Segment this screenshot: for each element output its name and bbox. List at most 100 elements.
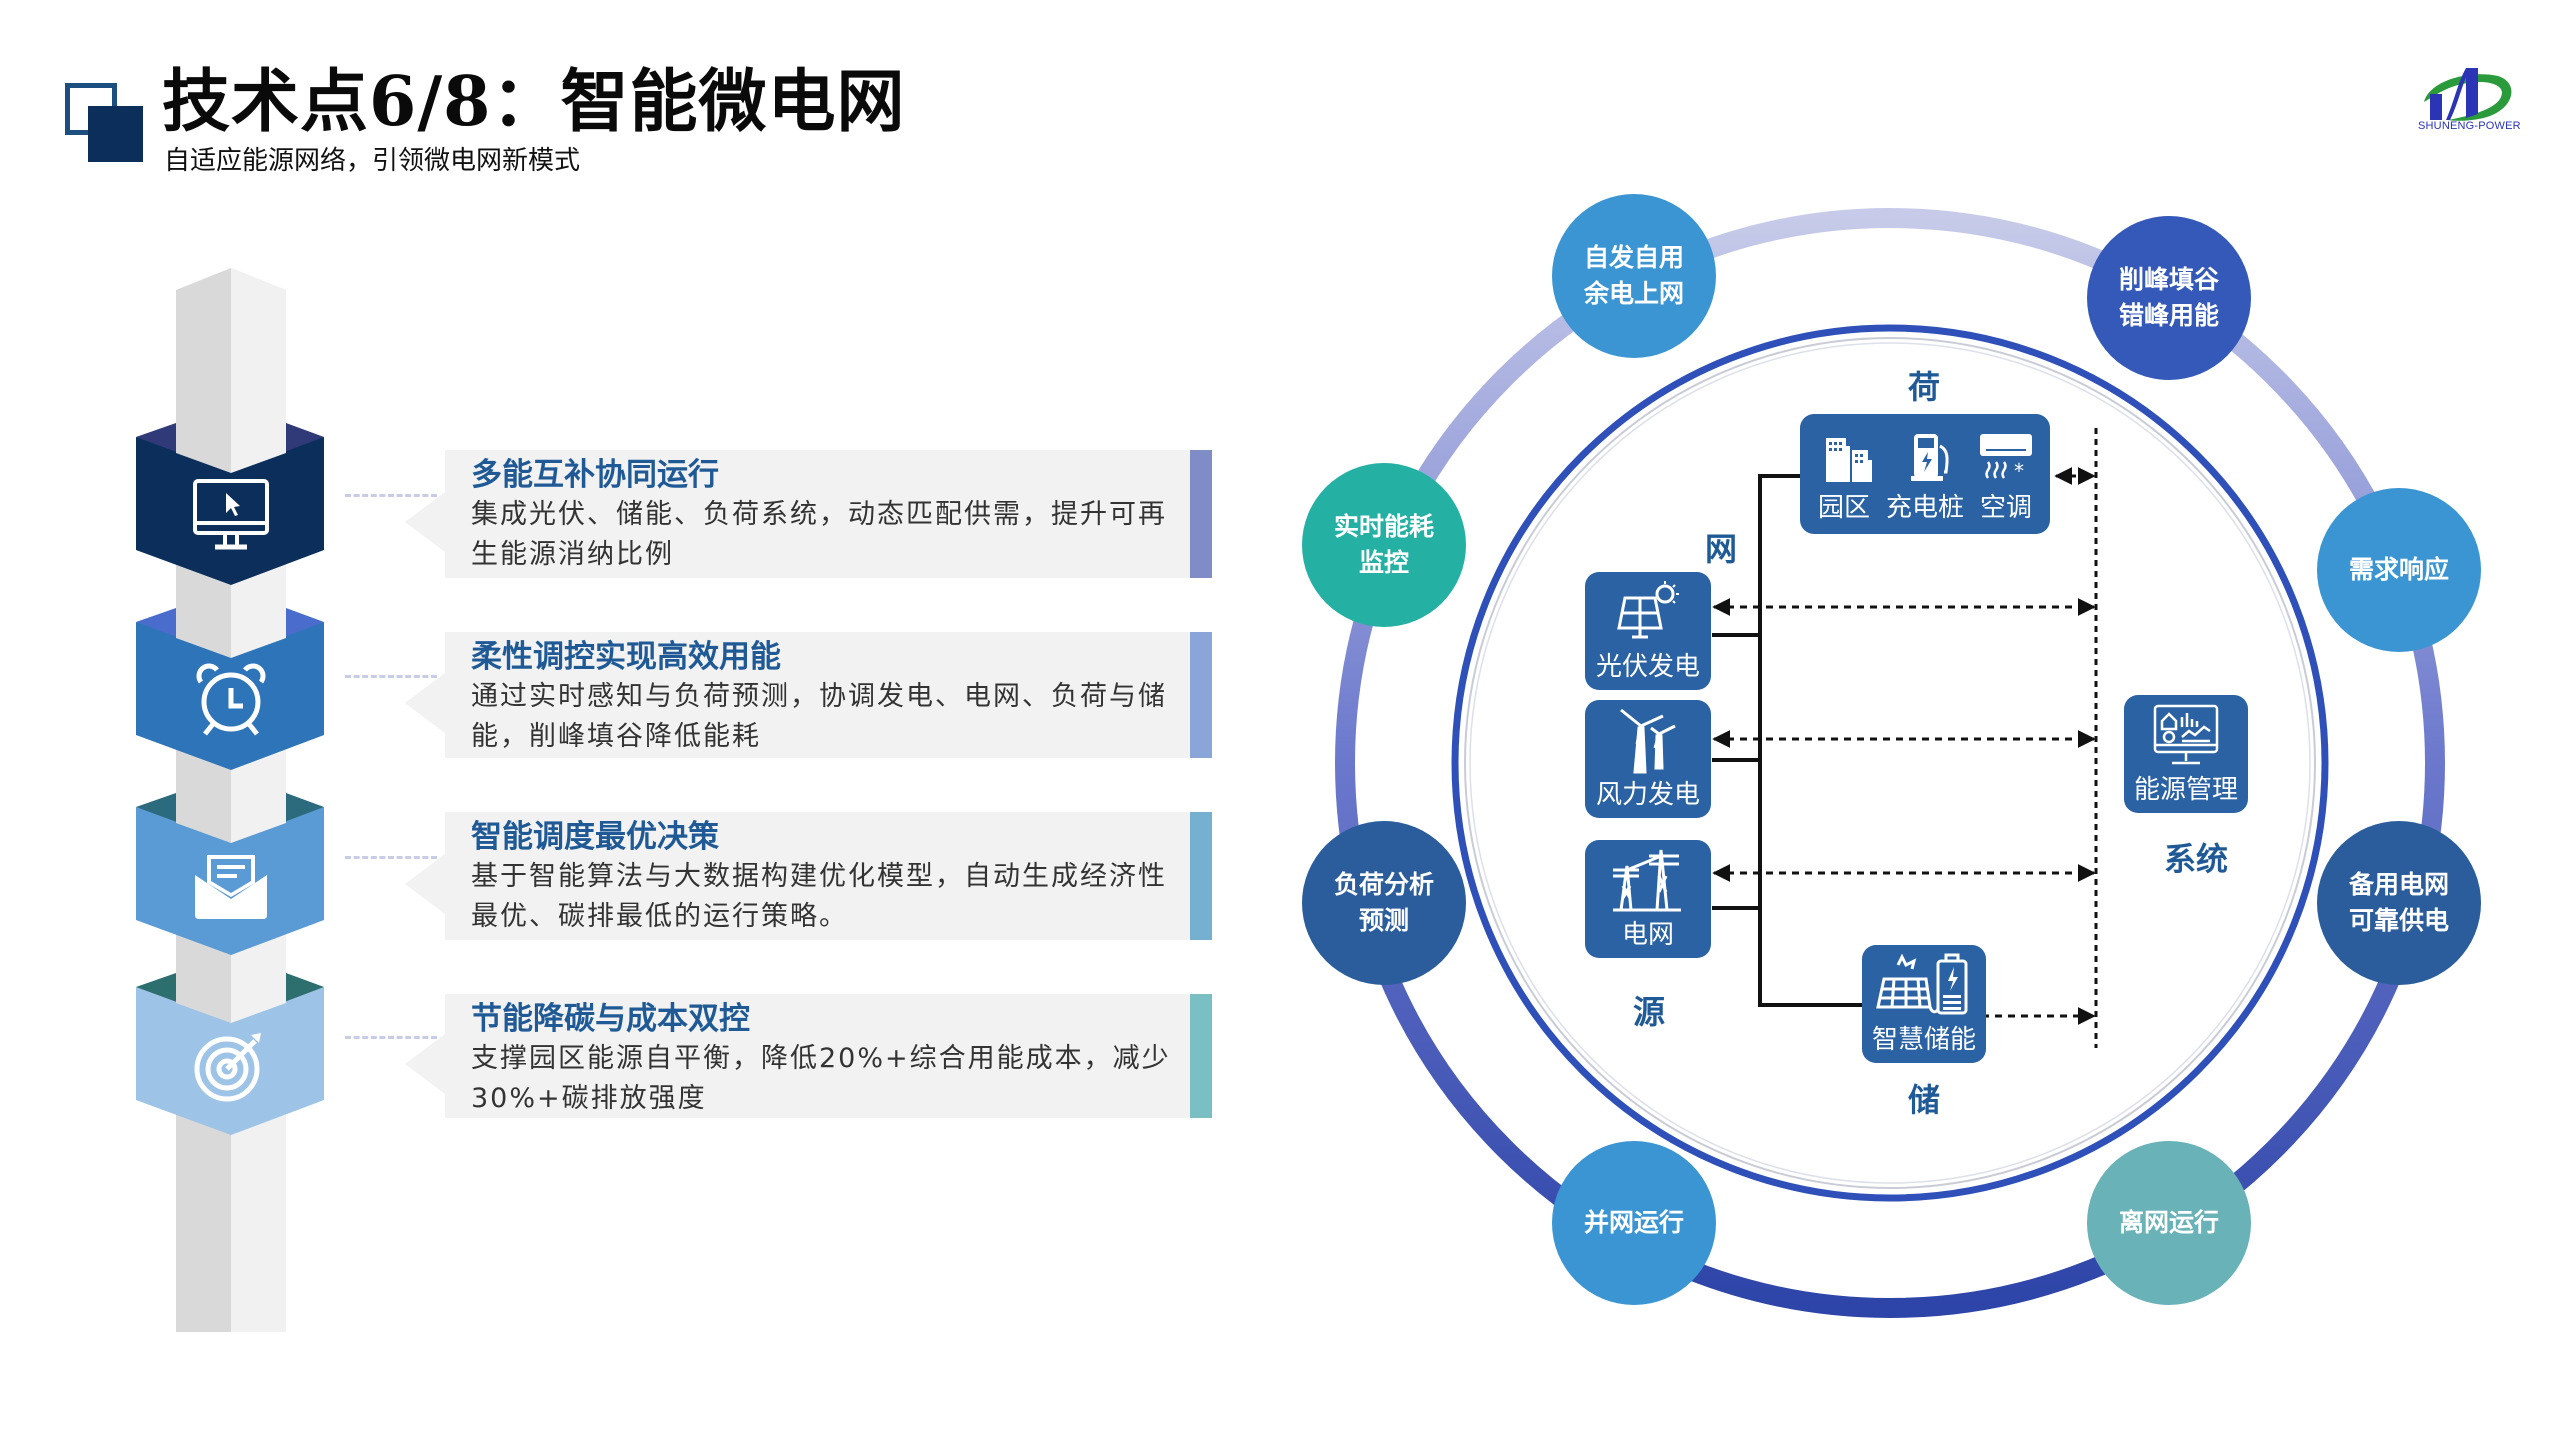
- feature-title: 柔性调控实现高效用能: [471, 639, 781, 675]
- hex-flap-left: [136, 423, 176, 455]
- pillar-notch-right: [231, 608, 286, 658]
- title-decor-filled-square: [88, 106, 143, 162]
- connector-trunk: [1758, 474, 1862, 1007]
- hex-flap-left: [136, 793, 176, 825]
- outer-node-label: 监控: [1358, 548, 1409, 577]
- target-icon: [194, 1033, 261, 1102]
- feature-callout: 节能降碳与成本双控支撑园区能源自平衡，降低20%+综合用能成本，减少30%+碳排…: [405, 994, 1212, 1118]
- page-subtitle: 自适应能源网络，引领微电网新模式: [164, 146, 581, 176]
- storage-tile: 智慧储能: [1862, 945, 1986, 1063]
- source-label-wind: 风力发电: [1595, 780, 1700, 810]
- dashboard-monitor-icon: [2153, 704, 2219, 765]
- callout-accent-bar: [1190, 812, 1212, 940]
- pillar-notch-left: [176, 793, 231, 843]
- pillar-notch-left: [176, 608, 231, 658]
- svg-text:*: *: [2014, 459, 2024, 482]
- wind-turbine-icon: [1620, 708, 1676, 774]
- feature-title: 多能互补协同运行: [471, 457, 719, 493]
- load-item-charger: 充电桩: [1885, 493, 1964, 523]
- feature-body: 支撑园区能源自平衡，降低20%+综合用能成本，减少30%+碳排放强度: [471, 1043, 1171, 1114]
- hex-body: [136, 437, 324, 585]
- feature-callout: 智能调度最优决策基于智能算法与大数据构建优化模型，自动生成经济性最优、碳排最低的…: [405, 812, 1212, 940]
- callout-pointer: [405, 854, 445, 914]
- source-label-solar: 光伏发电: [1595, 652, 1700, 682]
- callout-pointer: [405, 1034, 445, 1094]
- feature-body: 基于智能算法与大数据构建优化模型，自动生成经济性最优、碳排最低的运行策略。: [471, 861, 1167, 932]
- outer-node-label: 余电上网: [1583, 279, 1684, 308]
- category-storage: 储: [1908, 1081, 1941, 1119]
- outer-node-self-use: 自发自用余电上网: [1552, 194, 1716, 358]
- callout-pointer: [405, 673, 445, 733]
- callout-accent-bar: [1190, 632, 1212, 758]
- feature-title: 智能调度最优决策: [471, 819, 719, 855]
- outer-ring: [1335, 208, 2445, 1318]
- feature-pillar: [136, 268, 324, 1332]
- logo-text: SHUNENG-POWER: [2418, 120, 2521, 132]
- outer-node-label: 备用电网: [2348, 870, 2449, 899]
- hex-flap-left: [136, 973, 176, 1005]
- alarm-clock-icon: [196, 663, 266, 736]
- hex-flap-right: [286, 608, 324, 640]
- source-tile-grid: 电网: [1585, 840, 1711, 958]
- callout-accent-bar: [1190, 994, 1212, 1118]
- outer-node-grid-connected: 并网运行: [1552, 1141, 1716, 1305]
- storage-label: 智慧储能: [1871, 1025, 1976, 1055]
- buildings-icon: [1826, 438, 1872, 482]
- source-tile-solar: 光伏发电: [1585, 572, 1711, 690]
- outer-node-label: 预测: [1358, 906, 1409, 935]
- system-label: 能源管理: [2133, 775, 2238, 805]
- solar-battery-icon: [1876, 953, 1968, 1015]
- pillar-notch-right: [231, 793, 286, 843]
- source-label-grid: 电网: [1621, 920, 1674, 950]
- hex-flap-right: [286, 793, 324, 825]
- system-tile: 能源管理: [2124, 695, 2248, 813]
- callout-connector-dash: [345, 494, 437, 497]
- outer-node-off-grid: 离网运行: [2087, 1141, 2251, 1305]
- source-tile-wind: 风力发电: [1585, 700, 1711, 818]
- feature-body: 集成光伏、储能、负荷系统，动态匹配供需，提升可再生能源消纳比例: [471, 499, 1167, 570]
- feature-hex-1: [136, 423, 324, 585]
- callout-connector-dash: [345, 675, 437, 678]
- category-system: 系统: [2164, 840, 2229, 878]
- company-logo: [2424, 68, 2512, 121]
- power-tower-icon: [1613, 849, 1681, 912]
- feature-hex-3: [136, 793, 324, 955]
- pillar-notch-left: [176, 973, 231, 1023]
- monitor-cursor-icon: [193, 479, 269, 550]
- outer-node-label: 错峰用能: [2118, 301, 2219, 330]
- category-load: 荷: [1908, 368, 1941, 406]
- callout-accent-bar: [1190, 450, 1212, 578]
- load-item-ac: 空调: [1979, 493, 2032, 523]
- outer-node-label: 离网运行: [2118, 1208, 2219, 1237]
- outer-node-label: 并网运行: [1583, 1208, 1684, 1237]
- feature-callout: 多能互补协同运行集成光伏、储能、负荷系统，动态匹配供需，提升可再生能源消纳比例: [405, 450, 1212, 578]
- callout-pointer: [405, 492, 445, 552]
- hex-flap-right: [286, 973, 324, 1005]
- outer-node-label: 实时能耗: [1333, 512, 1434, 541]
- feature-callout: 柔性调控实现高效用能通过实时感知与负荷预测，协调发电、电网、负荷与储能，削峰填谷…: [405, 632, 1212, 758]
- solar-panel-icon: [1617, 581, 1679, 639]
- outer-node-backup-grid: 备用电网可靠供电: [2317, 821, 2481, 985]
- outer-node-label: 削峰填谷: [2118, 265, 2219, 294]
- feature-hex-2: [136, 608, 324, 770]
- callout-connector-dash: [345, 1036, 437, 1039]
- load-item-park: 园区: [1817, 493, 1870, 523]
- outer-node-monitoring: 实时能耗监控: [1302, 463, 1466, 627]
- pillar-notch-left: [176, 423, 231, 473]
- outer-node-label: 可靠供电: [2348, 906, 2449, 935]
- outer-node-label: 自发自用: [1583, 243, 1684, 272]
- logo-green-swoosh: [2424, 74, 2512, 121]
- outer-node-load-forecast: 负荷分析预测: [1302, 821, 1466, 985]
- feature-title: 节能降碳与成本双控: [471, 1001, 750, 1037]
- load-tile: * 园区 充电桩 空调: [1800, 414, 2050, 534]
- outer-node-demand-response: 需求响应: [2317, 488, 2481, 652]
- outer-node-peak-shaving: 削峰填谷错峰用能: [2087, 216, 2251, 380]
- air-conditioner-icon: *: [1980, 434, 2032, 482]
- outer-node-label: 负荷分析: [1333, 870, 1434, 899]
- logo-blue-mark: [2430, 68, 2478, 120]
- feature-body: 通过实时感知与负荷预测，协调发电、电网、负荷与储能，削峰填谷降低能耗: [471, 681, 1167, 752]
- page-title: 技术点6/8：智能微电网: [162, 62, 906, 142]
- category-source: 源: [1633, 993, 1666, 1031]
- charging-station-icon: [1911, 434, 1949, 481]
- hex-flap-left: [136, 608, 176, 640]
